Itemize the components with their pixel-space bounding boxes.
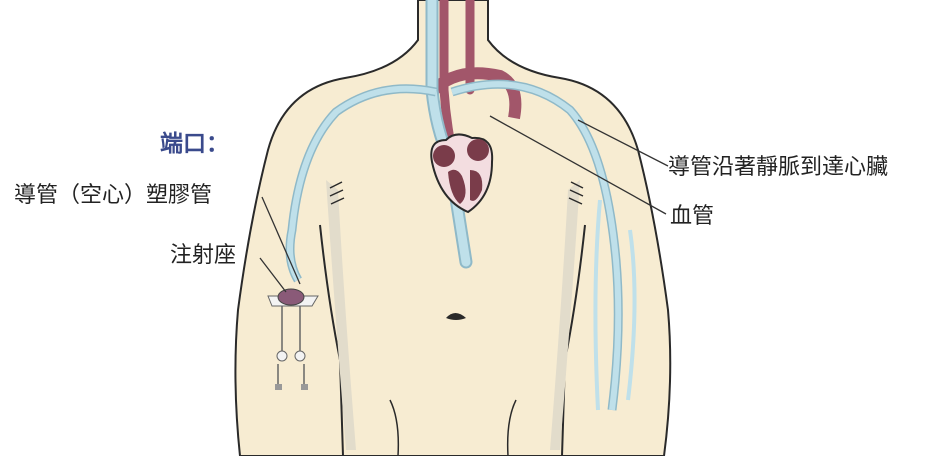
port-heading: 端口： — [160, 133, 229, 156]
catheter-to-heart-label: 導管沿著靜脈到達心臟 — [668, 157, 888, 179]
torso-silhouette — [235, 0, 670, 456]
injection-seat-label: 注射座 — [170, 245, 236, 267]
blood-vessel-label: 血管 — [670, 206, 714, 228]
catheter-tube-label: 導管（空心）塑膠管 — [14, 185, 212, 207]
